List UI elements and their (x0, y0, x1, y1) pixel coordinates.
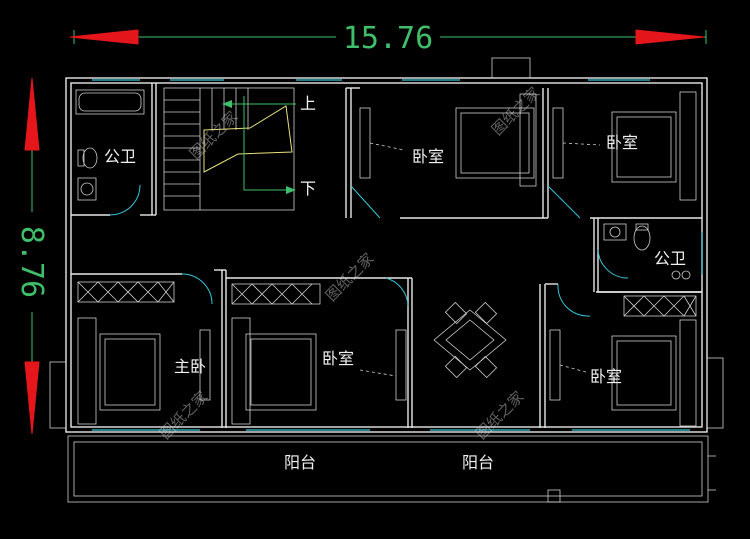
staircase: 上 下 (163, 87, 316, 211)
watermarks: 图纸之家 图纸之家 图纸之家 图纸之家 图纸之家 (156, 84, 543, 443)
watermark-text: 图纸之家 (156, 388, 211, 443)
stair-up-label: 上 (300, 94, 316, 113)
balcony: 阳台 阳台 (67, 435, 716, 503)
height-dimension-label: 8.76 (14, 226, 49, 298)
width-dimension-label: 15.76 (343, 21, 433, 56)
master-bedroom-label: 主卧 (174, 357, 206, 376)
top-windows (92, 79, 703, 431)
master-bedroom: 主卧 (77, 281, 211, 425)
watermark-text: 图纸之家 (472, 388, 527, 443)
bedroom-top-middle: 卧室 (359, 93, 537, 187)
watermark-text: 图纸之家 (322, 250, 377, 305)
width-arrow-right-icon (635, 29, 705, 45)
stair-down-label: 下 (300, 179, 316, 198)
public-bath-top-label: 公卫 (104, 147, 136, 166)
bath-fixtures-left: 公卫 (75, 89, 145, 201)
bedroom-bottom-middle: 卧室 (231, 283, 407, 425)
doors (109, 184, 629, 317)
watermark-text: 图纸之家 (488, 84, 543, 139)
public-bath-right-label: 公卫 (654, 249, 686, 268)
width-arrow-left-icon (69, 29, 139, 45)
height-dimension: 8.76 (14, 77, 49, 435)
bedroom-bottom-right: 卧室 (549, 295, 697, 427)
watermark-text: 图纸之家 (186, 108, 241, 163)
bedroom-bottom-right-label: 卧室 (590, 367, 622, 386)
bedroom-top-right-label: 卧室 (606, 133, 638, 152)
outer-walls (49, 57, 724, 433)
bedroom-bottom-middle-label: 卧室 (322, 349, 354, 368)
height-arrow-bottom-icon (24, 361, 40, 435)
bedroom-top-middle-label: 卧室 (412, 147, 444, 166)
interior-walls (71, 83, 702, 428)
bath-fixtures-right: 公卫 (603, 223, 691, 280)
width-dimension: 15.76 (69, 21, 707, 56)
dining-table (433, 301, 507, 379)
height-arrow-top-icon (24, 77, 40, 151)
balcony-left-label: 阳台 (284, 453, 316, 472)
balcony-right-label: 阳台 (462, 453, 494, 472)
bedroom-top-right: 卧室 (552, 91, 697, 201)
